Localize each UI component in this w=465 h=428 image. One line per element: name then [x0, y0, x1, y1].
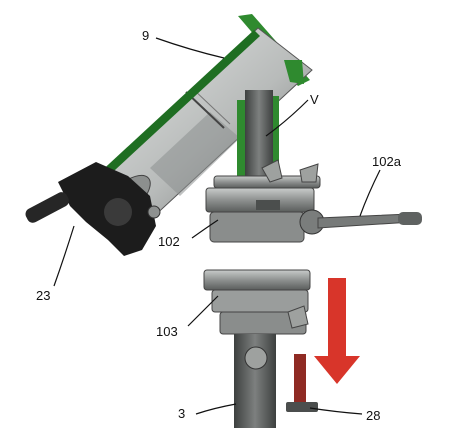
rod-green-right	[273, 96, 279, 182]
cylinder-sleeve	[150, 112, 240, 196]
post-3	[234, 334, 276, 428]
pin-shaft	[294, 354, 306, 406]
green-rail-front	[96, 30, 260, 182]
cylinder-seam-2	[191, 87, 231, 125]
lower-wing-nut	[287, 305, 309, 329]
label-3: 3	[178, 406, 185, 421]
label-28: 28	[366, 408, 380, 423]
pin-base	[286, 402, 318, 412]
crank-grip	[25, 192, 69, 223]
label-V: V	[310, 92, 319, 107]
leader-V	[265, 99, 309, 137]
lever-102a	[317, 212, 422, 229]
leader-lines	[53, 37, 381, 415]
leader-3	[195, 403, 237, 415]
crank-hub	[104, 198, 132, 226]
lever-tip	[398, 212, 422, 225]
leader-28	[309, 407, 363, 415]
label-102a: 102a	[372, 154, 402, 169]
clamp-slot	[256, 200, 280, 210]
rod-green-left	[237, 100, 245, 182]
green-rail-side	[284, 60, 304, 84]
crank-screw	[147, 205, 161, 219]
leader-103	[187, 295, 219, 327]
pin-28	[286, 354, 318, 412]
post-bolt	[244, 346, 268, 370]
label-9: 9	[142, 28, 149, 43]
lever-bar	[317, 213, 413, 229]
vertical-rod	[237, 90, 279, 182]
clamp-102	[205, 159, 325, 243]
label-103: 103	[156, 324, 178, 339]
down-arrow-icon	[314, 278, 360, 384]
clamp-jaws	[209, 211, 305, 243]
leader-102	[191, 219, 219, 239]
leader-102a	[359, 169, 381, 217]
label-102: 102	[158, 234, 180, 249]
tilted-cylinder-assembly	[96, 14, 313, 222]
wing-nut-right	[299, 163, 319, 183]
leader-9	[155, 37, 225, 59]
crank-handle-23	[25, 162, 161, 256]
leader-23	[53, 225, 75, 287]
clamp-103	[203, 269, 311, 335]
lower-clamp-body	[211, 289, 309, 313]
wing-nut-left	[261, 159, 283, 183]
label-23: 23	[36, 288, 50, 303]
lower-clamp-top	[203, 269, 311, 291]
